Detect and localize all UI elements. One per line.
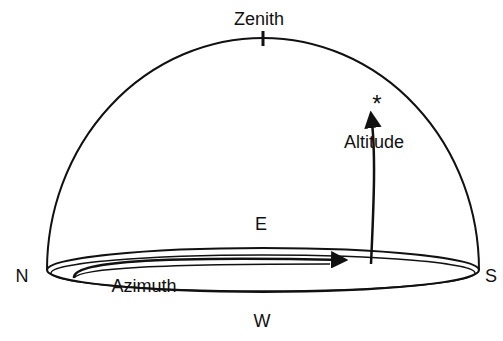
- azimuth-arrow: [74, 259, 345, 278]
- star-symbol: *: [372, 92, 381, 116]
- direction-label: E: [255, 215, 267, 233]
- direction-label: W: [254, 312, 271, 330]
- altitude-label: Altitude: [344, 133, 404, 151]
- azimuth-arrow-band: [74, 264, 330, 278]
- direction-label: N: [16, 267, 29, 285]
- direction-label: S: [485, 267, 497, 285]
- zenith-tick: [262, 31, 265, 46]
- dome-outline: [47, 38, 479, 270]
- zenith-label: Zenith: [234, 10, 284, 28]
- azimuth-label: Azimuth: [111, 277, 176, 295]
